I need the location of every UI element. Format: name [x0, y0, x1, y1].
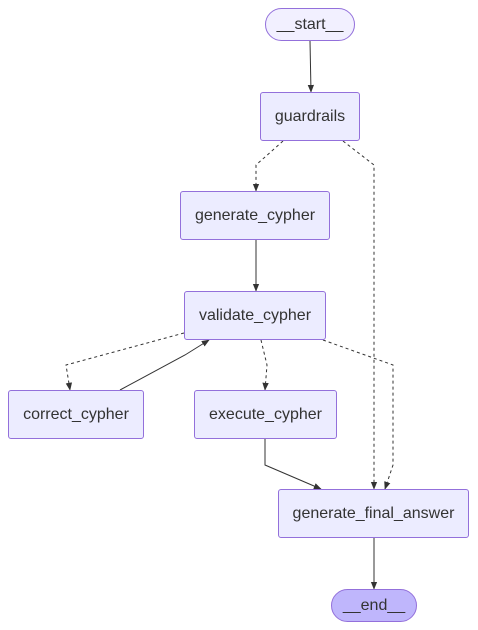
edge-correct-cypher-to-validate-cypher — [119, 339, 210, 391]
edge-guardrails-to-generate-final-answer — [342, 140, 378, 490]
validate-cypher-node[interactable]: validate_cypher — [184, 291, 326, 340]
edge-validate-cypher-to-correct-cypher — [65, 332, 185, 391]
start-node[interactable]: __start__ — [265, 8, 355, 41]
guardrails-node[interactable]: guardrails — [260, 92, 360, 141]
edge-start-to-guardrails — [307, 40, 315, 93]
edge-guardrails-to-generate-cypher — [252, 140, 284, 192]
generate-cypher-node[interactable]: generate_cypher — [180, 191, 330, 240]
edge-validate-cypher-to-generate-final-answer — [322, 339, 394, 490]
end-node[interactable]: __end__ — [331, 589, 417, 622]
edge-execute-cypher-to-generate-final-answer — [264, 439, 322, 490]
generate-final-answer-node[interactable]: generate_final_answer — [278, 489, 469, 538]
execute-cypher-node[interactable]: execute_cypher — [194, 390, 337, 439]
correct-cypher-node[interactable]: correct_cypher — [8, 390, 144, 439]
edge-validate-cypher-to-execute-cypher — [260, 339, 269, 391]
